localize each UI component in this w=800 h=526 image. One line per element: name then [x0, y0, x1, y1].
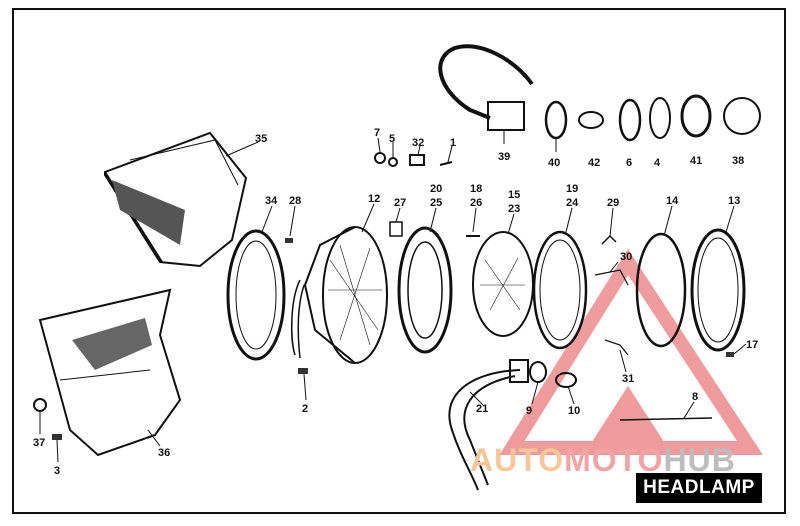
callout-30: 30: [620, 251, 632, 263]
callout-26: 26: [470, 197, 482, 209]
callout-5: 5: [389, 133, 395, 145]
callout-27: 27: [394, 197, 406, 209]
watermark-part-moto: MOTO: [564, 442, 664, 478]
gasket-4: [649, 97, 671, 139]
callout-19: 19: [566, 183, 578, 195]
clip-29: [601, 234, 617, 245]
callout-7: 7: [374, 127, 380, 139]
callout-21: 21: [476, 403, 488, 415]
callout-14: 14: [666, 195, 679, 207]
socket-41: [680, 94, 712, 138]
wire-harness-21: [448, 369, 521, 491]
diagram-title: HEADLAMP: [636, 473, 762, 503]
bracket-27: [389, 221, 403, 237]
callout-8: 8: [692, 391, 698, 403]
callout-1: 1: [450, 137, 456, 149]
wire-lead: [290, 279, 305, 359]
callout-29: 29: [607, 197, 619, 209]
diagram-frame: [12, 8, 786, 514]
callout-18: 18: [470, 183, 482, 195]
springs-30-31: [594, 269, 629, 356]
callout-35: 35: [255, 133, 267, 145]
callout-13: 13: [728, 195, 740, 207]
callout-34: 34: [265, 195, 278, 207]
callout-39: 39: [498, 151, 510, 163]
watermark-part-auto: AUTO: [470, 442, 565, 478]
callout-42: 42: [588, 157, 600, 169]
callout-3: 3: [54, 465, 60, 477]
washer-6: [618, 98, 642, 142]
callout-15: 15: [508, 189, 520, 201]
socket-9: [529, 361, 547, 383]
watermark-text: AUTOMOTOHUB: [470, 442, 736, 479]
callout-12: 12: [368, 193, 380, 205]
callout-9: 9: [526, 405, 532, 417]
lower-headlamp-housing: [38, 288, 182, 457]
callout-32: 32: [412, 137, 424, 149]
callout-24: 24: [566, 197, 579, 209]
lamp-unit-15-23: [472, 231, 534, 337]
callout-labels: 35 7 5 32 1 39 40 42 6 4 41 38 34 28 12 …: [33, 127, 758, 477]
callout-6: 6: [626, 157, 632, 169]
screw-2: [298, 368, 308, 374]
callout-31: 31: [622, 373, 634, 385]
leader-lines: [39, 130, 747, 463]
callout-41: 41: [690, 155, 702, 167]
washer-5: [388, 157, 398, 167]
retaining-ring-20-25: [397, 226, 453, 354]
callout-28: 28: [289, 195, 301, 207]
nut-37: [33, 398, 47, 412]
callout-40: 40: [548, 157, 560, 169]
door-ring-19-24: [532, 230, 588, 350]
clamp-32: [409, 154, 425, 166]
callout-38: 38: [732, 155, 744, 167]
lens-38: [723, 97, 761, 135]
nut-40: [544, 100, 568, 140]
cable-assembly-39: [438, 44, 534, 131]
nut-7: [374, 152, 386, 164]
mounting-ring-34: [226, 229, 286, 361]
gasket-14: [635, 232, 687, 348]
bulb-10: [555, 372, 577, 388]
callout-20: 20: [430, 183, 442, 195]
callout-4: 4: [654, 157, 661, 169]
callout-23: 23: [508, 203, 520, 215]
upper-headlamp-housing: [104, 131, 248, 268]
watermark-part-hub: HUB: [663, 442, 736, 478]
screw-3: [52, 434, 62, 440]
screw-28: [285, 238, 293, 243]
socket-connector: [509, 359, 529, 383]
callout-36: 36: [158, 447, 170, 459]
callout-17: 17: [746, 339, 758, 351]
callout-25: 25: [430, 197, 442, 209]
screw-1: [439, 161, 453, 166]
bulb-42: [578, 111, 604, 129]
screw-17: [726, 352, 734, 357]
callout-2: 2: [302, 403, 308, 415]
sealed-beam-unit-12: [303, 226, 388, 364]
callout-37: 37: [33, 437, 45, 449]
callout-10: 10: [568, 405, 580, 417]
strap-8: [619, 417, 713, 421]
rim-13: [690, 228, 746, 352]
watermark-logo-icon: [499, 249, 763, 455]
